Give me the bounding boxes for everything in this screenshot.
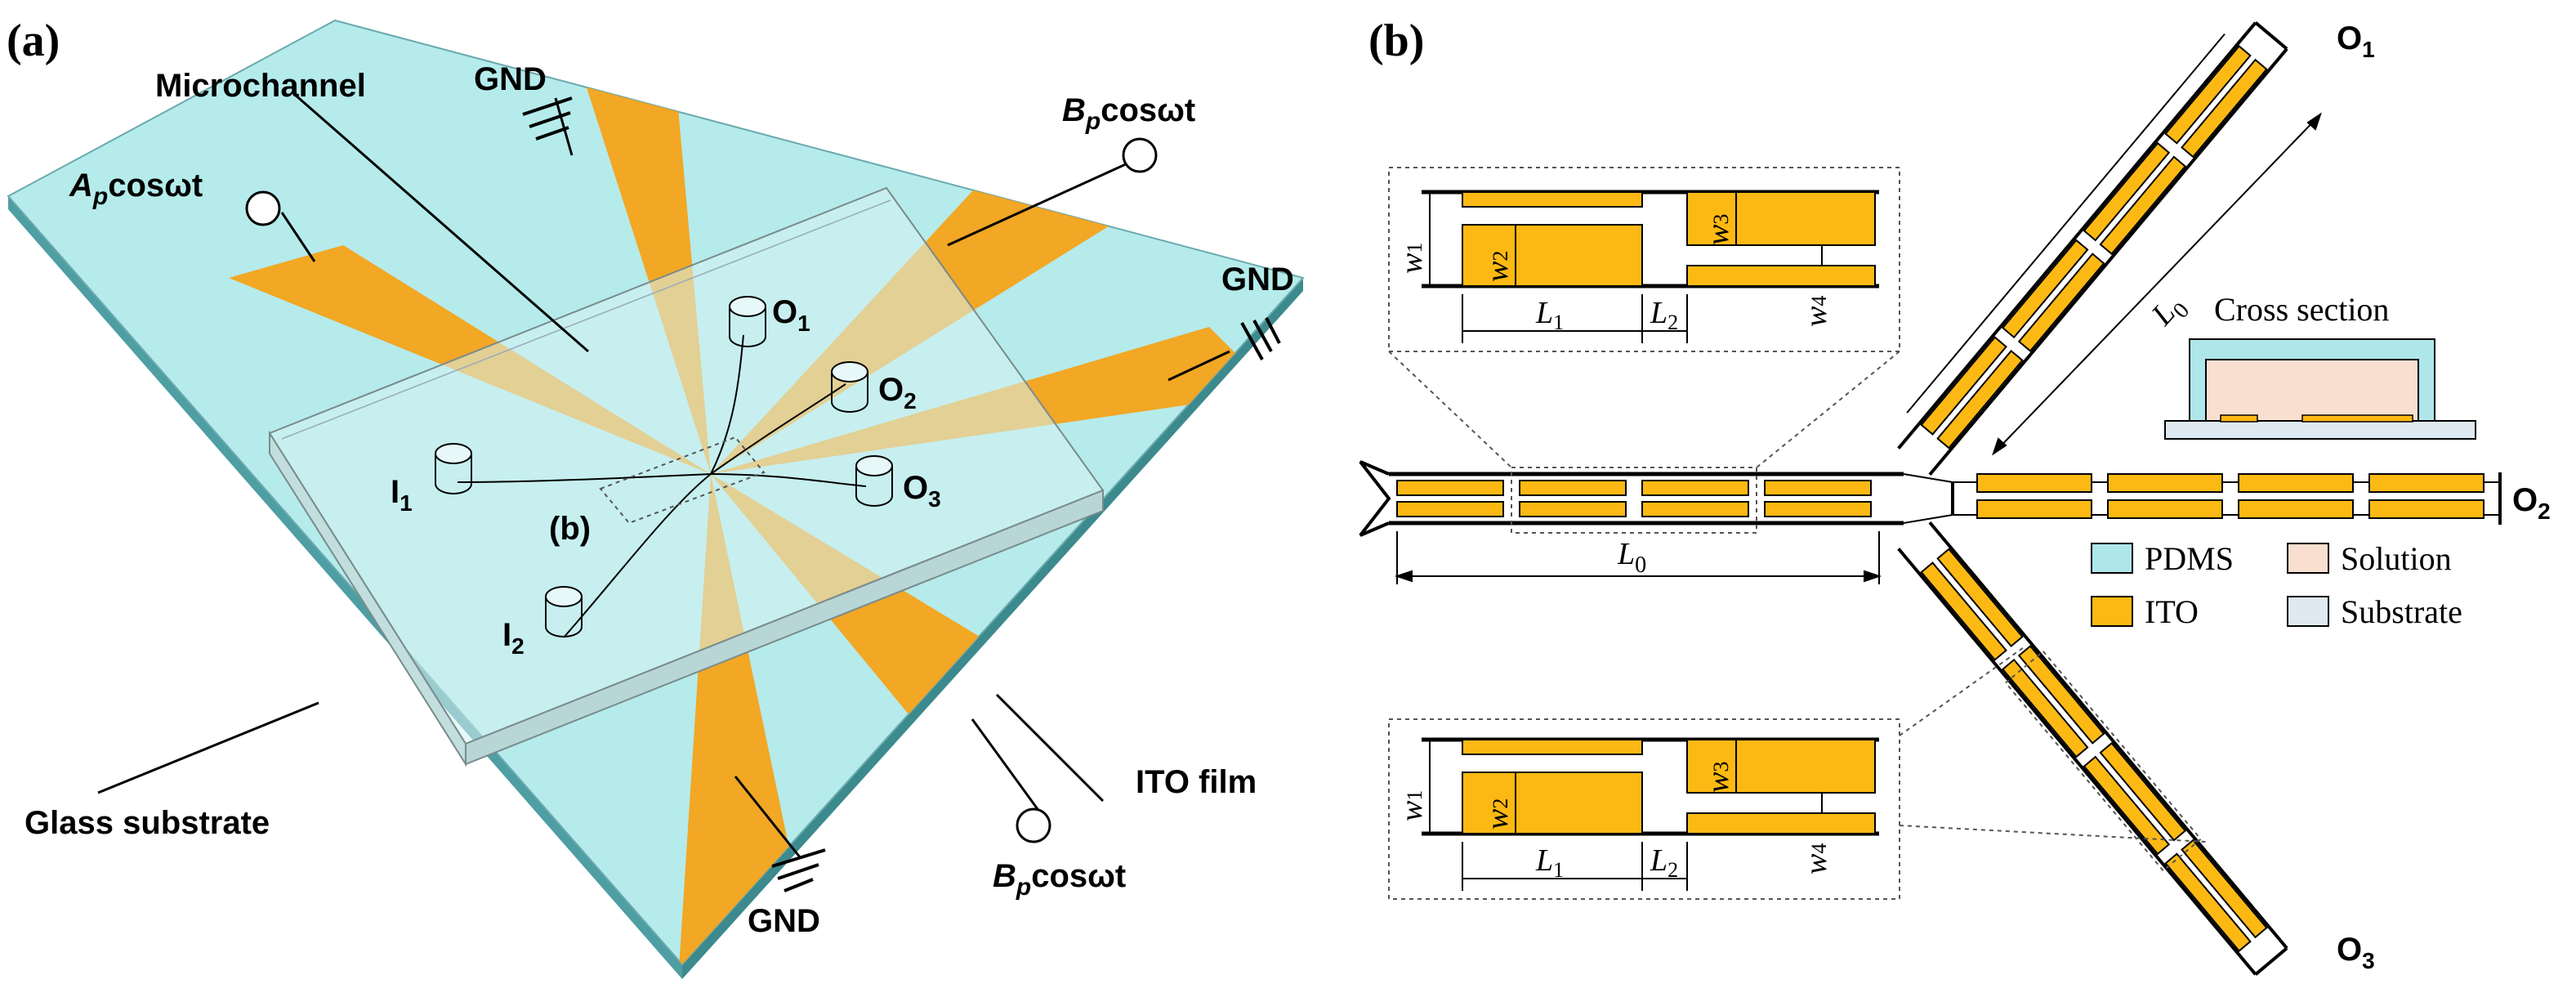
legend-label-substrate: Substrate	[2341, 593, 2462, 630]
reservoirs	[435, 296, 893, 637]
inset-bottom-l1: L1	[1535, 843, 1564, 882]
leader-lines	[97, 92, 1230, 859]
label-ap: Apcosωt	[69, 168, 203, 210]
branch-o1	[1897, 21, 2288, 476]
branch-o3	[1897, 521, 2288, 976]
reservoir-i1	[435, 443, 472, 494]
reservoir-o3	[855, 455, 893, 507]
legend-label-pdms: PDMS	[2145, 540, 2234, 577]
inset-source-box	[1511, 467, 1757, 534]
inset-top-l2: L2	[1650, 296, 1678, 334]
legend-label-ito: ITO	[2145, 593, 2199, 630]
label-i1: I1	[391, 474, 413, 516]
label-glass-substrate: Glass substrate	[25, 805, 270, 841]
label-microchannel: Microchannel	[155, 68, 366, 104]
label-zoom-tag: (b)	[549, 511, 591, 547]
branch-o2	[1903, 472, 2502, 525]
l0-dimension-main	[1394, 531, 1882, 584]
reservoir-o1	[729, 296, 766, 347]
terminal-bp-bottom	[1016, 807, 1051, 843]
panel-b-tag: (b)	[1368, 16, 1424, 66]
label-b-o3: O3	[2337, 932, 2375, 973]
gnd-bottom-symbol	[771, 848, 826, 892]
panel-a: (a) Microchannel GND Bpcosωt Apcosωt GND…	[7, 16, 1305, 979]
inset-top: w1 w2 w3 w4 L1 L2	[1388, 167, 1900, 352]
reservoir-i2	[545, 586, 583, 637]
zoom-guides	[1388, 351, 2207, 843]
legend: PDMS Solution ITO Substrate	[2091, 540, 2462, 630]
inset-bottom-w3: w3	[1701, 762, 1735, 793]
inset-top-w1: w1	[1395, 243, 1429, 274]
label-o1: O1	[772, 294, 810, 336]
inset-top-w3: w3	[1701, 214, 1735, 245]
terminal-bp-top	[1122, 137, 1158, 173]
zoom-region-box	[599, 436, 766, 525]
label-gnd-top: GND	[474, 61, 547, 97]
label-cross-section: Cross section	[2214, 291, 2389, 328]
label-bp-top: Bpcosωt	[1062, 92, 1195, 135]
inset-bottom-l2: L2	[1650, 843, 1678, 882]
label-ito-film: ITO film	[1136, 764, 1257, 800]
label-o2: O2	[878, 372, 917, 414]
gnd-right-symbol	[1240, 317, 1281, 360]
legend-label-solution: Solution	[2341, 540, 2452, 577]
inset-bottom: w1 w2 w3 w4 L1 L2	[1388, 718, 1900, 900]
inset-top-w4: w4	[1799, 296, 1833, 327]
terminals	[245, 137, 1158, 843]
label-gnd-bottom: GND	[748, 903, 820, 939]
reservoir-o2	[831, 361, 868, 413]
inset-bottom-w2: w2	[1480, 798, 1515, 830]
panel-b: (b)	[1359, 16, 2551, 976]
label-o3: O3	[903, 470, 941, 512]
inset-top-l1: L1	[1535, 296, 1564, 334]
panel-a-tag: (a)	[7, 16, 60, 66]
label-i2: I2	[502, 617, 525, 659]
label-b-o1: O1	[2337, 20, 2375, 62]
terminal-ap	[245, 190, 281, 226]
glass-right-edge	[682, 278, 1303, 979]
legend-swatch-ito	[2091, 596, 2133, 627]
label-l0-main: L0	[1617, 537, 1646, 578]
label-b-o2: O2	[2512, 482, 2551, 524]
pdms-front-side	[465, 489, 1104, 766]
l0-dimension-diagonal	[1992, 112, 2322, 456]
legend-swatch-pdms	[2091, 543, 2133, 574]
legend-swatch-solution	[2287, 543, 2329, 574]
main-channel	[1359, 460, 1904, 537]
label-bp-bottom: Bpcosωt	[993, 858, 1126, 901]
legend-swatch-substrate	[2287, 596, 2329, 627]
label-l0-diag: L0	[2145, 288, 2194, 337]
cross-section: Cross section	[2164, 291, 2476, 440]
label-gnd-right: GND	[1221, 262, 1294, 297]
gnd-top-symbol	[522, 96, 573, 141]
gnd-symbols	[522, 96, 1281, 892]
inset-top-w2: w2	[1480, 251, 1515, 282]
inset-bottom-w1: w1	[1395, 790, 1429, 821]
glass-left-edge	[8, 196, 682, 979]
inset-bottom-w4: w4	[1799, 843, 1833, 874]
